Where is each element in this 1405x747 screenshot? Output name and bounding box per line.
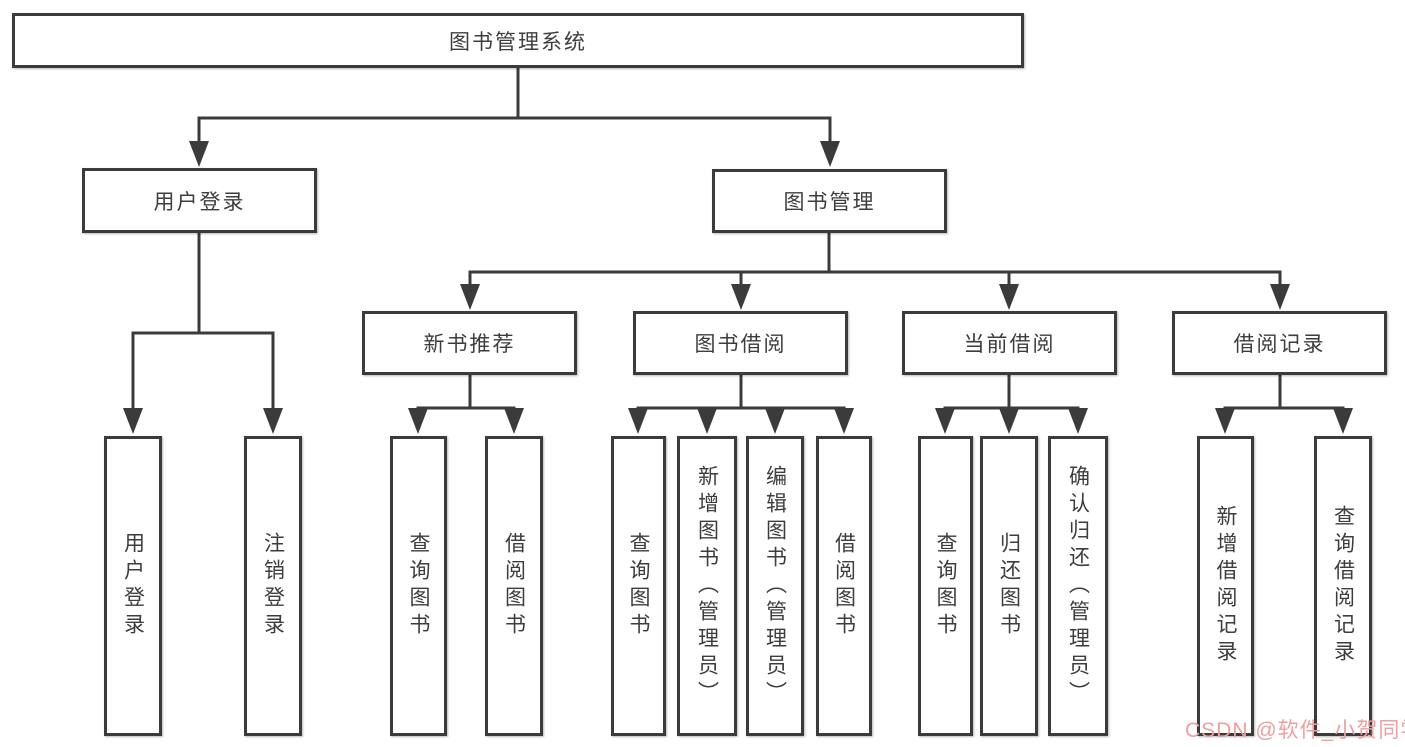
node-user-login: 用户登录 bbox=[82, 168, 317, 233]
leaf-query-borrow-record: 查询借阅记录 bbox=[1314, 436, 1372, 736]
leaf-add-borrow-record: 新增借阅记录 bbox=[1197, 436, 1254, 736]
watermark: CSDN @软件_小贺同学 bbox=[1185, 719, 1405, 742]
node-borrowing-records: 借阅记录 bbox=[1172, 311, 1387, 375]
leaf-query-books-recommend: 查询图书 bbox=[390, 436, 447, 736]
leaf-label: 借阅图书 bbox=[502, 532, 526, 640]
connector-borrow-record-children bbox=[1223, 373, 1345, 422]
node-current-borrowing: 当前借阅 bbox=[902, 311, 1117, 375]
leaf-label: 查询借阅记录 bbox=[1331, 505, 1355, 667]
leaf-logout: 注销登录 bbox=[244, 436, 302, 736]
connector-new-book-children bbox=[416, 373, 516, 422]
leaf-label: 查询图书 bbox=[627, 532, 650, 640]
leaf-add-book-admin: 新增图书（管理员） bbox=[677, 436, 737, 736]
connector-root-to-level2 bbox=[197, 66, 832, 152]
leaf-label: 新增图书（管理员） bbox=[695, 464, 719, 708]
leaf-query-books-borrow: 查询图书 bbox=[611, 436, 666, 736]
node-library-management-system: 图书管理系统 bbox=[12, 13, 1024, 68]
leaf-label: 新增借阅记录 bbox=[1214, 505, 1237, 667]
leaf-edit-book-admin: 编辑图书（管理员） bbox=[746, 436, 804, 736]
node-new-book-recommend: 新书推荐 bbox=[362, 311, 577, 375]
leaf-borrow-books-recommend: 借阅图书 bbox=[485, 436, 543, 736]
leaf-label: 用户登录 bbox=[121, 532, 145, 640]
leaf-user-login: 用户登录 bbox=[104, 436, 162, 736]
leaf-query-books-current: 查询图书 bbox=[918, 436, 973, 736]
connector-book-borrow-children bbox=[636, 373, 846, 422]
leaf-borrow-books: 借阅图书 bbox=[816, 436, 872, 736]
leaf-label: 查询图书 bbox=[934, 532, 957, 640]
leaf-label: 注销登录 bbox=[261, 532, 285, 640]
node-book-management: 图书管理 bbox=[712, 169, 947, 233]
leaf-label: 编辑图书（管理员） bbox=[763, 464, 787, 708]
node-book-borrowing: 图书借阅 bbox=[633, 311, 848, 375]
leaf-label: 借阅图书 bbox=[832, 532, 856, 640]
connector-user-login-children bbox=[131, 231, 275, 422]
leaf-label: 查询图书 bbox=[407, 532, 430, 640]
leaf-return-books: 归还图书 bbox=[980, 436, 1038, 736]
leaf-label: 确认归还（管理员） bbox=[1066, 464, 1090, 708]
connector-book-mgmt-to-level3 bbox=[468, 231, 1282, 296]
leaf-confirm-return-admin: 确认归还（管理员） bbox=[1048, 436, 1108, 736]
leaf-label: 归还图书 bbox=[997, 532, 1021, 640]
arrowheads bbox=[123, 141, 1353, 434]
